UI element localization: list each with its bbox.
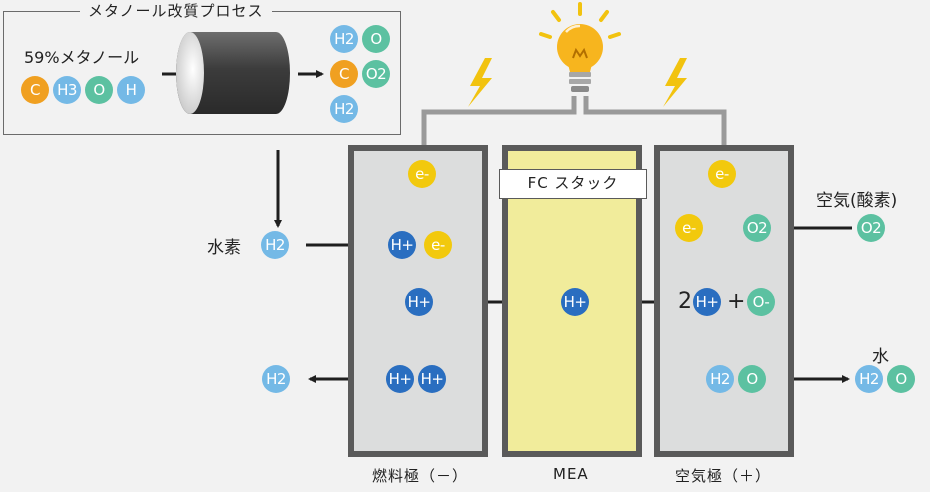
fc-stack-label: FC スタック xyxy=(499,169,647,199)
proton: H+ xyxy=(693,288,721,316)
air-label: 空気(酸素) xyxy=(816,191,898,211)
hydrogen-molecule: H2 xyxy=(706,365,734,393)
cathode-caption: 空気極（＋） xyxy=(675,467,772,485)
carbon-atom: C xyxy=(21,76,49,104)
hydrogen-label: 水素 xyxy=(207,238,241,258)
methanol-label: 59%メタノール xyxy=(24,48,140,67)
oxygen-atom: O xyxy=(887,365,915,393)
oxygen-atom: O xyxy=(738,365,766,393)
hydrogen-molecule: H2 xyxy=(261,231,289,259)
electron: e- xyxy=(408,160,436,188)
oxygen-ion: O- xyxy=(747,288,775,316)
oxygen-atom: O xyxy=(362,25,390,53)
reaction-coefficient: 2 xyxy=(678,289,692,314)
hydrogen-atom: H xyxy=(117,76,145,104)
hydrogen-molecule: H2 xyxy=(855,365,883,393)
process-title: メタノール改質プロセス xyxy=(80,0,272,22)
carbon-atom: C xyxy=(330,60,358,88)
electron: e- xyxy=(424,231,452,259)
proton: H+ xyxy=(405,288,433,316)
oxygen-molecule: O2 xyxy=(857,214,885,242)
anode-caption: 燃料極（－） xyxy=(372,467,469,485)
electron: e- xyxy=(708,160,736,188)
mea-caption: MEA xyxy=(553,465,589,483)
proton: H+ xyxy=(561,288,589,316)
proton: H+ xyxy=(386,365,414,393)
bulb-icon xyxy=(539,2,621,92)
hydrogen-molecule: H2 xyxy=(330,25,358,53)
proton: H+ xyxy=(388,231,416,259)
hydrogen-molecule: H2 xyxy=(262,365,290,393)
hydrogen-molecule: H2 xyxy=(330,95,358,123)
plus-sign: + xyxy=(727,289,746,314)
water-label: 水 xyxy=(872,347,889,367)
reformer-cylinder-icon xyxy=(176,32,290,114)
oxygen-molecule: O2 xyxy=(362,60,390,88)
electron: e- xyxy=(675,214,703,242)
lightning-bolt-icon xyxy=(663,58,687,107)
hydrogen-atom: H3 xyxy=(53,76,81,104)
lightning-bolt-icon xyxy=(468,58,492,107)
proton: H+ xyxy=(418,365,446,393)
circuit-wire xyxy=(421,96,727,148)
oxygen-atom: O xyxy=(85,76,113,104)
oxygen-molecule: O2 xyxy=(743,214,771,242)
